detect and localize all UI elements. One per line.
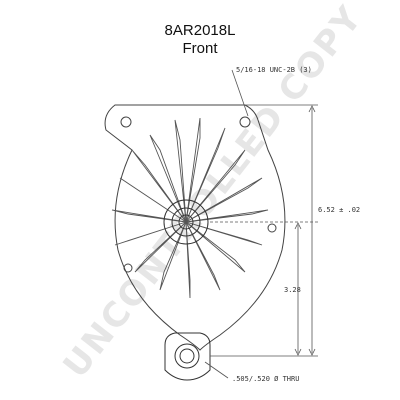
hole-callout: .505/.520 Ø THRU — [232, 375, 299, 383]
dimension-lines — [204, 69, 318, 379]
shaft-hub — [163, 199, 209, 245]
thread-callout: 5/16-18 UNC-2B (3) — [236, 66, 312, 74]
watermark: UNCONTROLLED COPY — [56, 0, 371, 386]
part-number-title: 8AR2018L — [164, 22, 236, 39]
lower-height-dim: 3.28 — [284, 286, 301, 294]
overall-height-dim: 6.52 ± .02 — [318, 206, 360, 214]
mounting-lug — [164, 332, 211, 381]
housing-outline — [104, 104, 286, 351]
fan-blades — [111, 117, 269, 299]
view-label: Front — [182, 40, 218, 57]
